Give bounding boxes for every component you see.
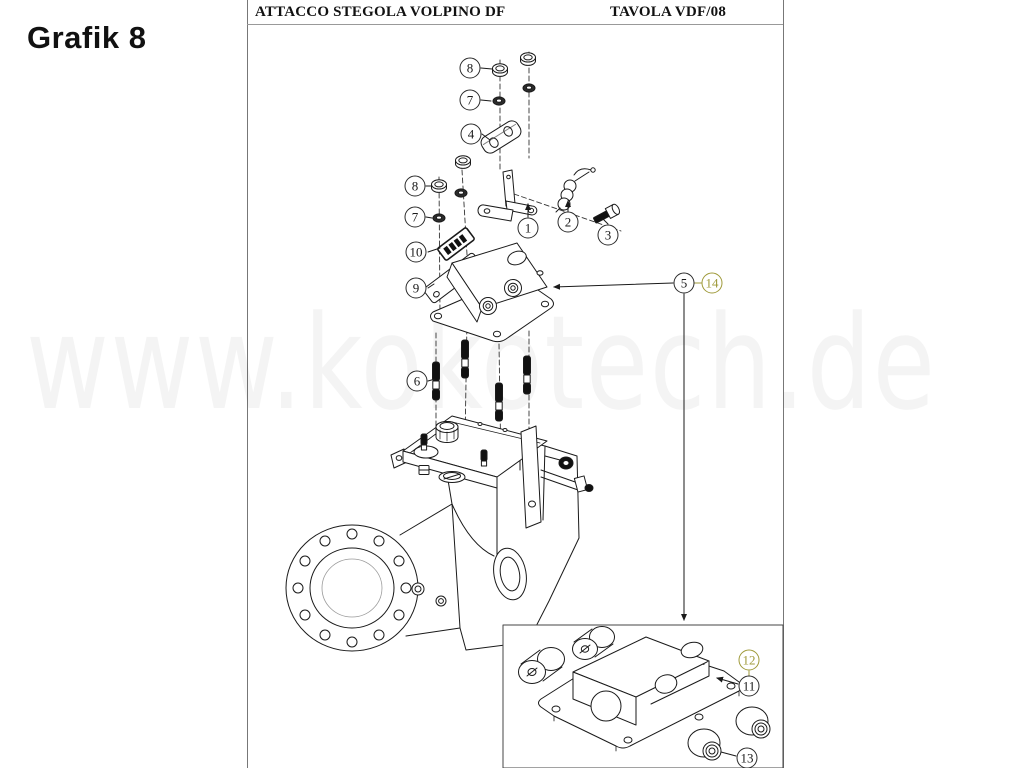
callout-8: 8: [459, 57, 481, 79]
callout-11: 11: [738, 675, 760, 697]
part-link-4: [480, 120, 522, 154]
callout-7: 7: [459, 89, 481, 111]
frame-left-line: [247, 0, 248, 768]
callout-14: 14: [701, 272, 723, 294]
callout-1: 1: [517, 217, 539, 239]
part-plate-10: [437, 227, 475, 261]
callout-3: 3: [597, 224, 619, 246]
header-rule: [247, 24, 783, 25]
frame-right-line: [783, 0, 784, 768]
callout-8: 8: [404, 175, 426, 197]
callout-5: 5: [673, 272, 695, 294]
part-mount-plate-5: [430, 242, 554, 343]
callout-9: 9: [405, 277, 427, 299]
inset-detail-box: [502, 624, 784, 768]
callout-12: 12: [738, 649, 760, 671]
part-inset-plate: [538, 636, 743, 752]
callout-7: 7: [404, 206, 426, 228]
callout-10: 10: [405, 241, 427, 263]
part-bushing-cyl-b: [572, 626, 615, 660]
table-number: TAVOLA VDF/08: [610, 4, 727, 20]
callout-6: 6: [406, 370, 428, 392]
part-bracket-1: [477, 169, 538, 222]
callout-13: 13: [736, 747, 758, 768]
callout-2: 2: [557, 211, 579, 233]
part-bushing-barrel-d: [687, 728, 722, 761]
graphic-title: Grafik 8: [27, 20, 147, 55]
leader-lines: [425, 67, 739, 757]
part-gearbox: [285, 415, 594, 652]
part-spring-2: [555, 167, 596, 213]
callout-4: 4: [460, 123, 482, 145]
part-bolt-3: [593, 203, 621, 224]
part-bushing-cyl-a: [518, 647, 565, 684]
part-bushing-barrel-c: [735, 706, 771, 739]
table-title: ATTACCO STEGOLA VOLPINO DF: [255, 4, 506, 20]
